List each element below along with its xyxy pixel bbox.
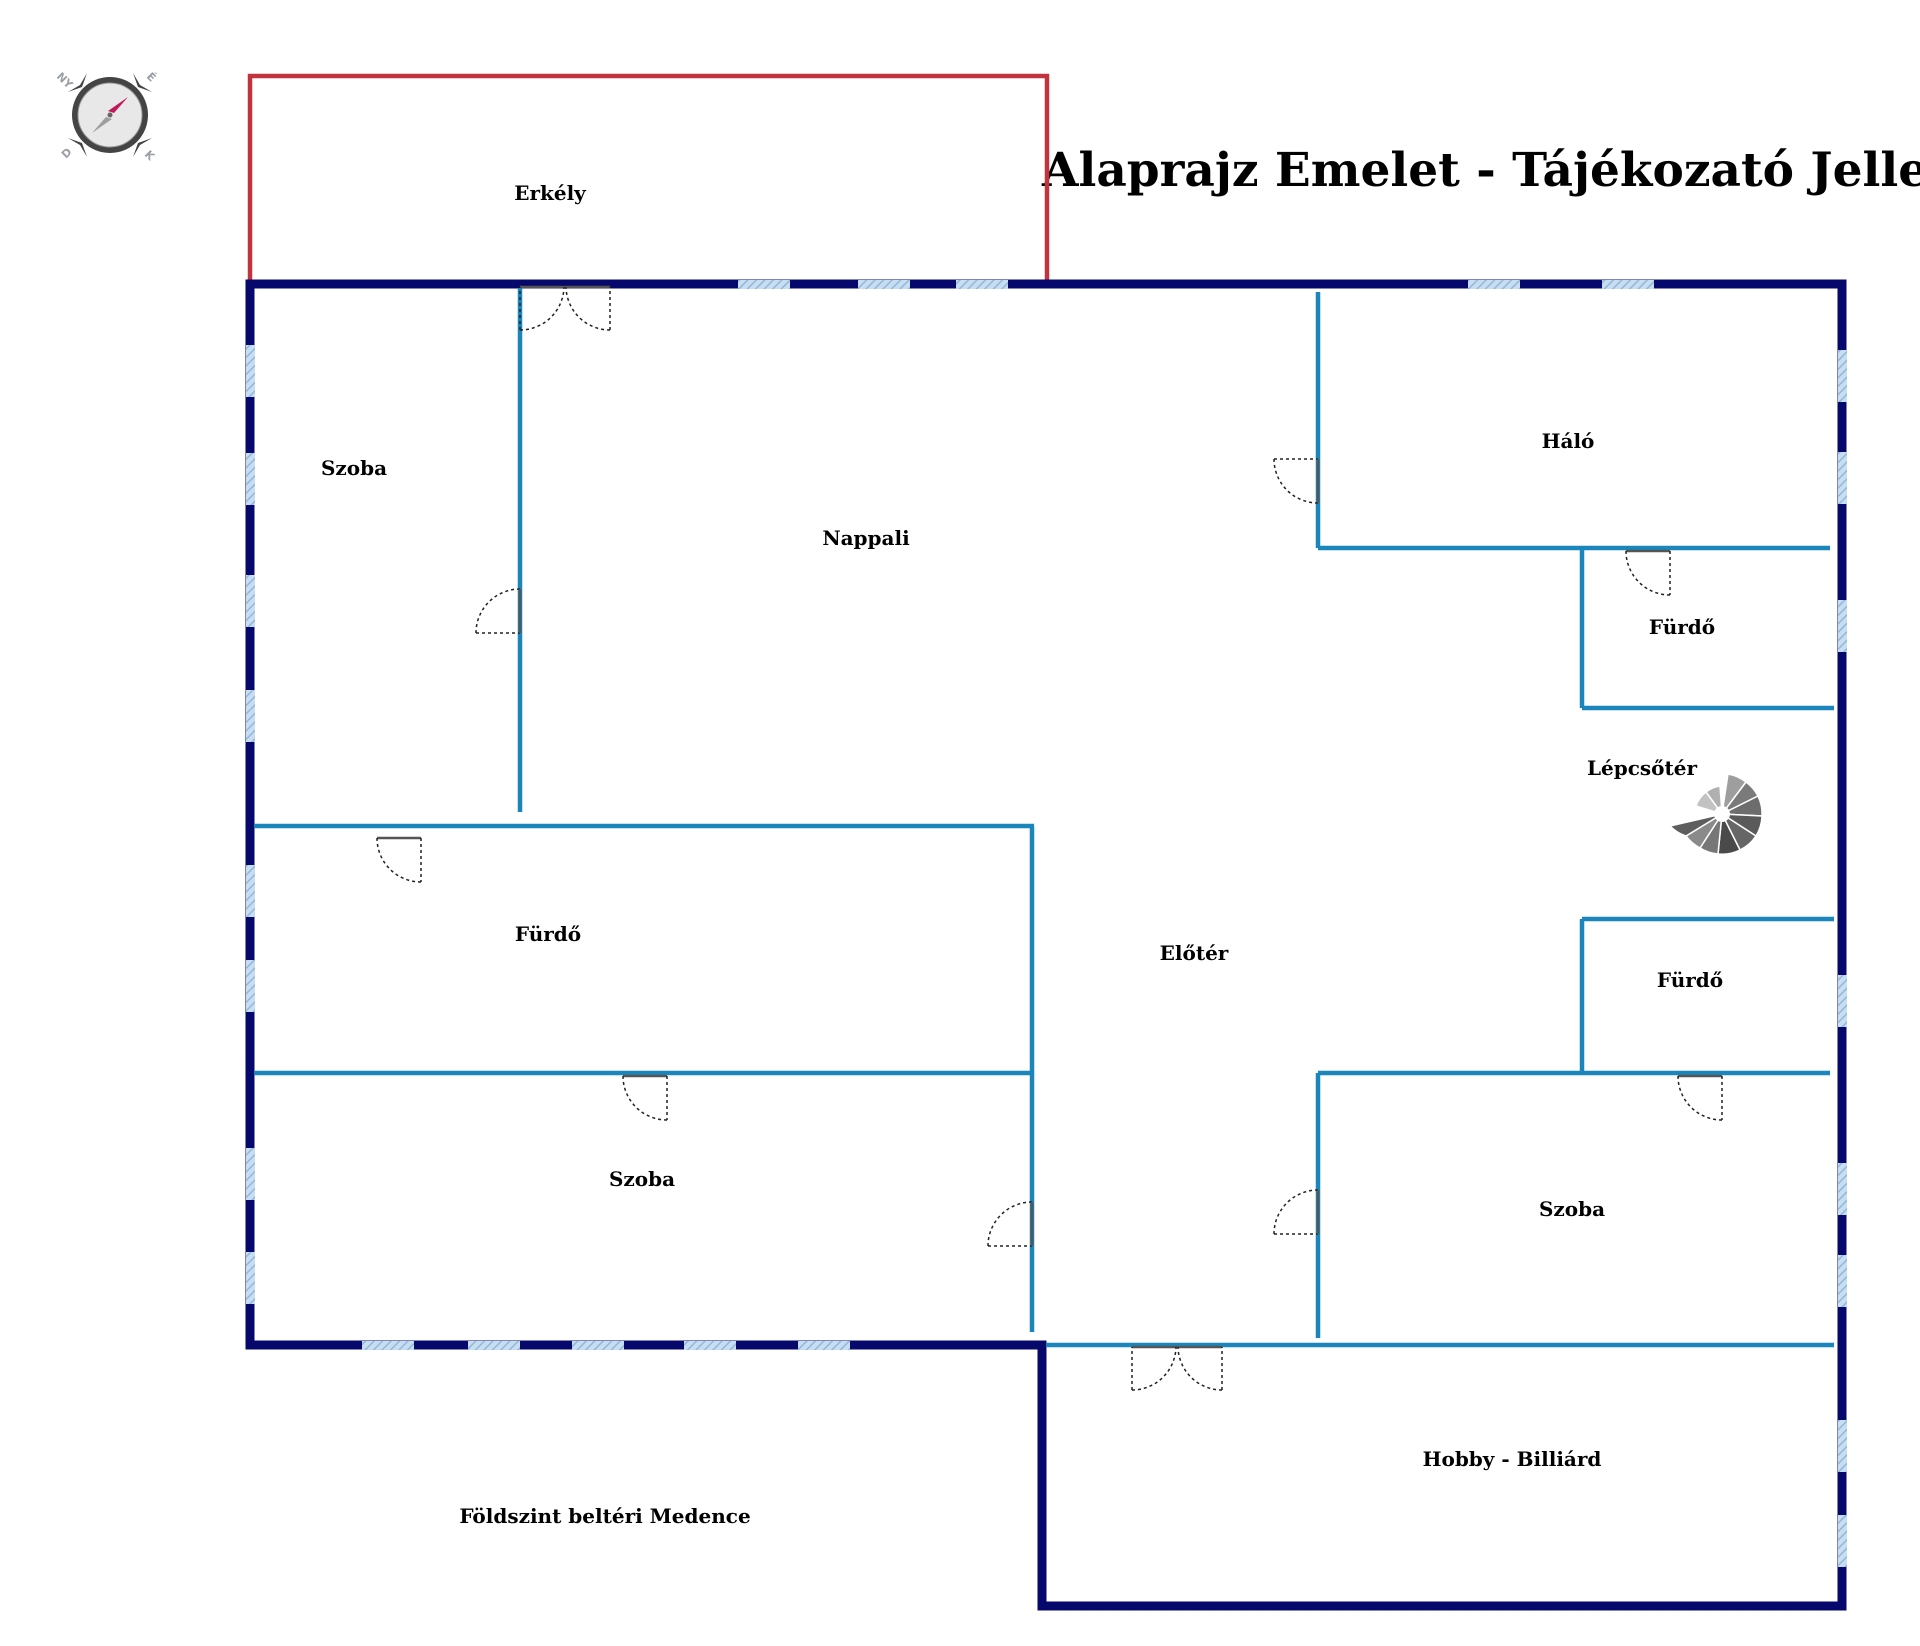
door-icon: [1677, 1074, 1723, 1121]
door-icon: [1625, 549, 1671, 596]
room-label-medence: Földszint beltéri Medence: [459, 1504, 750, 1528]
room-label-szoba-right: Szoba: [1539, 1197, 1605, 1221]
door-icon: [622, 1074, 668, 1121]
plan-title: Alaprajz Emelet - Tájékozató Jellegű: [1041, 143, 1920, 198]
room-label-furdo-right-mid: Fürdő: [1657, 968, 1723, 992]
room-label-furdo-right-top: Fürdő: [1649, 615, 1715, 639]
room-label-nappali: Nappali: [822, 526, 910, 550]
compass-west-label: NY: [54, 70, 76, 92]
door-icon: [987, 1201, 1034, 1247]
compass-north-label: É: [144, 70, 159, 85]
room-label-szoba-bottom-left: Szoba: [609, 1167, 675, 1191]
room-label-erkely: Erkély: [514, 181, 587, 205]
room-label-lepcsoter: Lépcsőtér: [1587, 756, 1698, 780]
doors: [376, 285, 1723, 1391]
outer-walls: [245, 279, 1847, 1611]
door-icon: [475, 588, 522, 634]
door-icon: [1273, 458, 1320, 504]
balcony-outline: [247, 73, 1050, 284]
door-icon: [1273, 1189, 1320, 1235]
room-label-furdo-left: Fürdő: [515, 922, 581, 946]
room-label-eloter: Előtér: [1160, 941, 1229, 965]
room-label-szoba-left: Szoba: [321, 456, 387, 480]
double-door-icon: [1131, 1345, 1223, 1391]
spiral-staircase-icon: [1668, 773, 1763, 855]
compass-icon: É NY D K: [54, 70, 159, 164]
windows: [246, 280, 1847, 1567]
double-door-icon: [519, 285, 611, 331]
room-label-halo: Háló: [1542, 429, 1595, 453]
inner-walls: [254, 288, 1834, 1348]
compass-south-label: D: [59, 145, 75, 161]
compass-east-label: K: [142, 148, 158, 164]
door-icon: [376, 836, 422, 883]
room-label-hobby: Hobby - Billiárd: [1423, 1447, 1602, 1471]
